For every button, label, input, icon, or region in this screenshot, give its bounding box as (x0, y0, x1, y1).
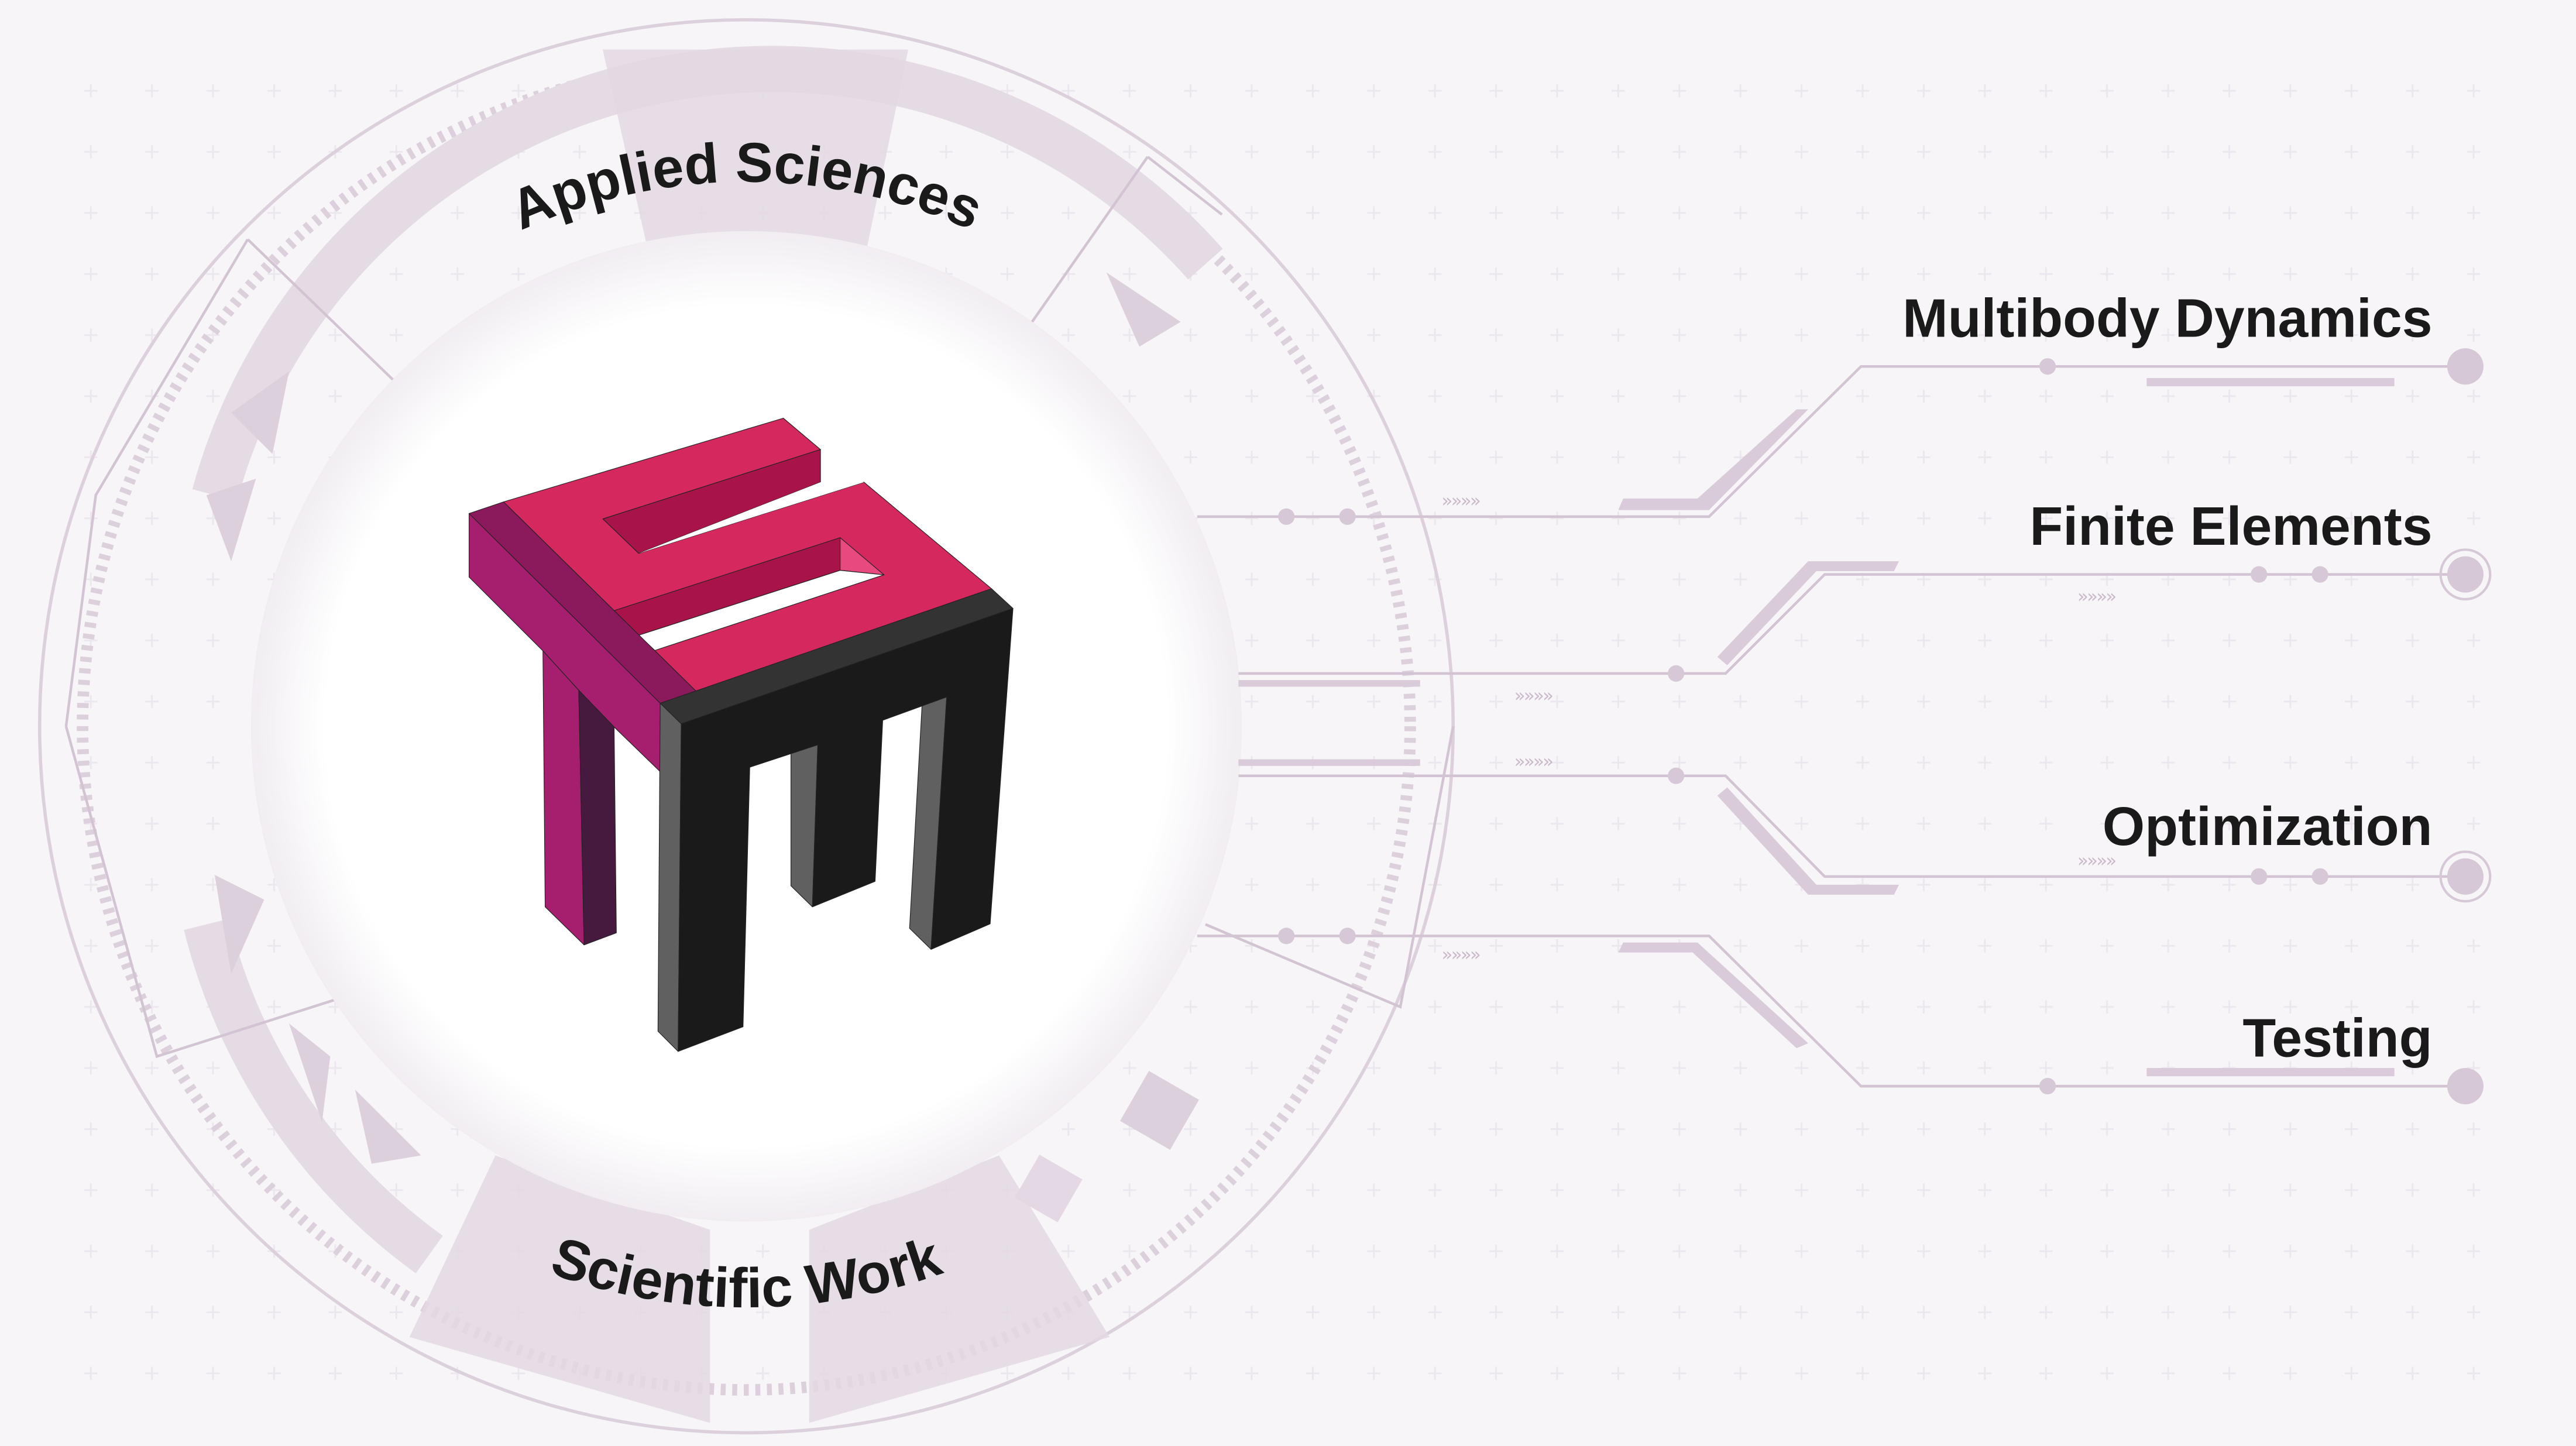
chevron-icon: »»»» (2077, 850, 2115, 871)
tem-logo (468, 418, 1014, 1052)
branch-label-finite-elements: Finite Elements (2029, 496, 2432, 557)
branch-label-testing: Testing (2242, 1007, 2432, 1068)
connector-lines (1197, 348, 2492, 1105)
chevron-icon: »»»» (2077, 586, 2115, 607)
chevron-icon: »»»» (1441, 490, 1479, 511)
branch-label-multibody-dynamics: Multibody Dynamics (1902, 287, 2432, 348)
branch-node-finite (2447, 556, 2484, 593)
branch-node-optimization (2447, 858, 2484, 895)
branch-node-testing (2447, 1068, 2484, 1105)
chevron-icon: »»»» (1514, 751, 1553, 772)
chevron-icon: »»»» (1514, 685, 1553, 706)
chevron-icon: »»»» (1441, 944, 1479, 966)
branch-label-optimization: Optimization (2103, 796, 2433, 857)
ring-decoration (37, 18, 1455, 1435)
branch-node-multibody (2447, 348, 2484, 385)
